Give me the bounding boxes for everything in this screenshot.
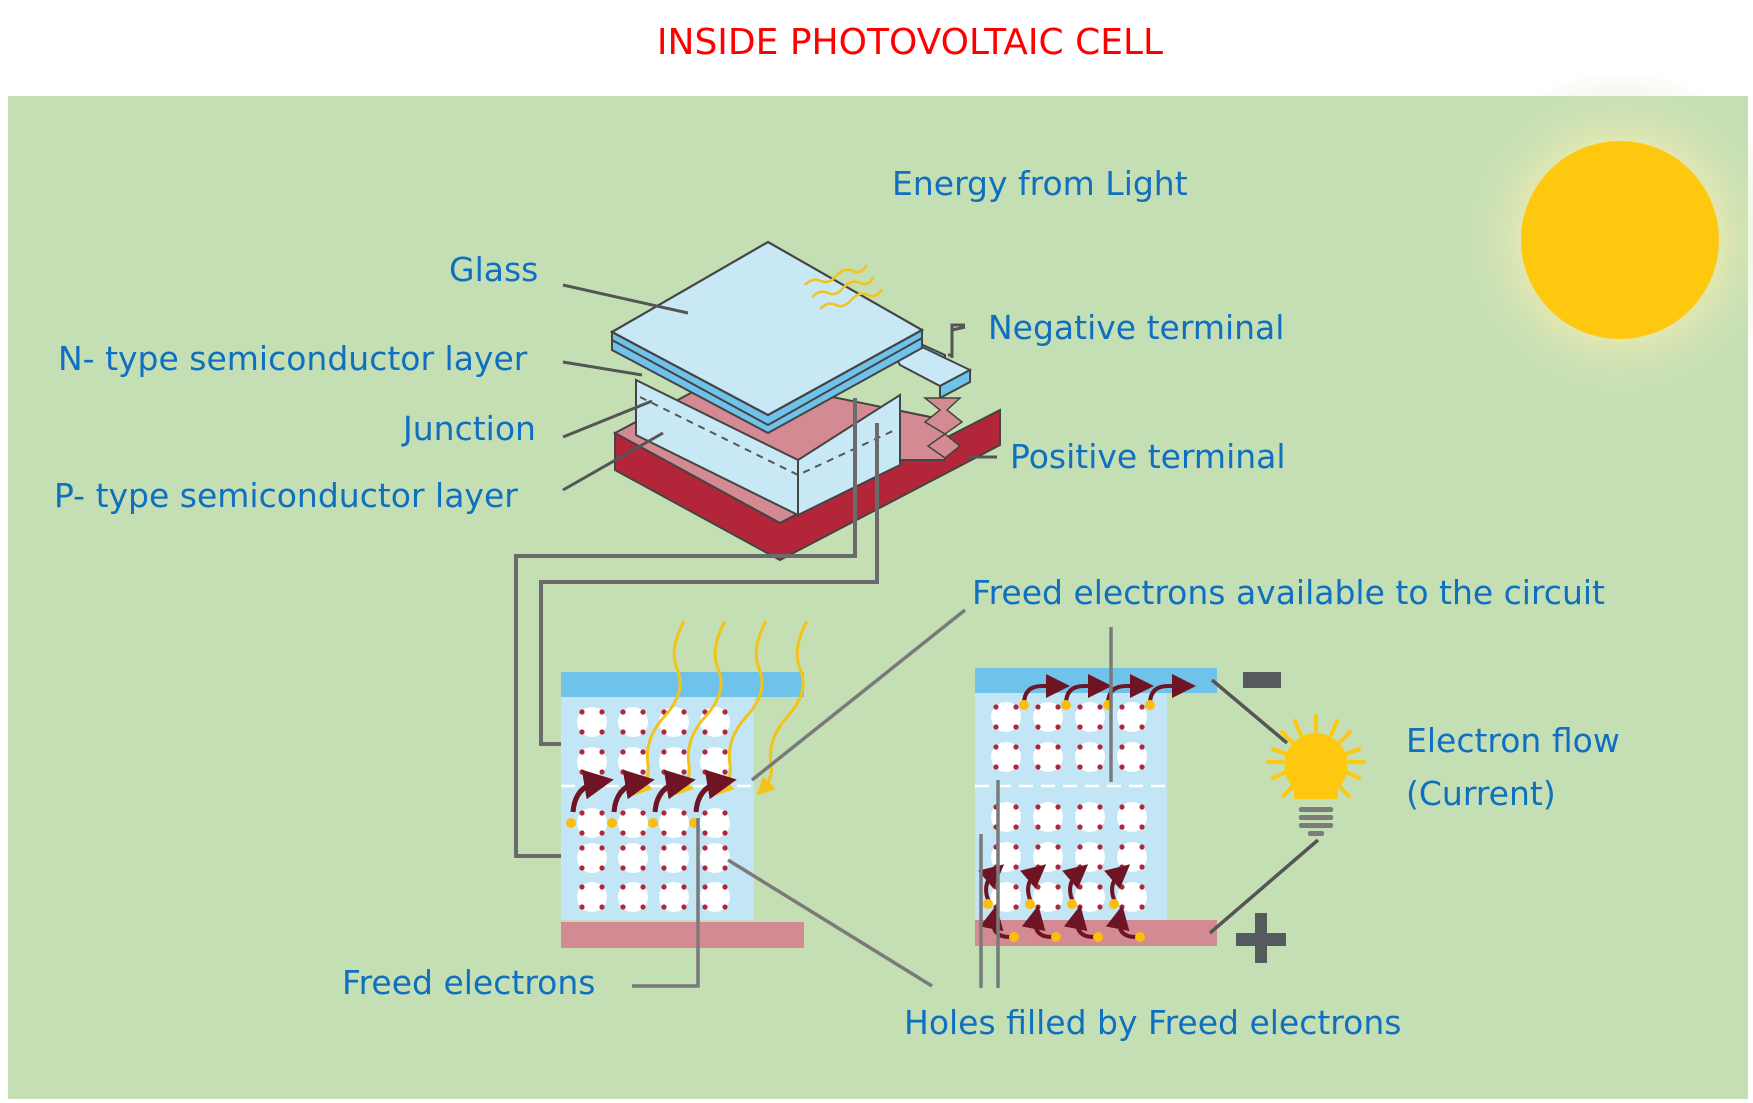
lattice-hole [618,882,648,912]
electron-dot [648,818,658,828]
leader-lines-bottom [632,608,1113,988]
electron-dot [607,818,617,828]
lattice-hole [1033,742,1063,772]
circuit-wires [514,398,879,858]
lattice-hole [1117,842,1147,872]
electron-jump-arrow [570,769,614,813]
electron-jump-arrow [611,769,655,813]
lattice-hole [659,843,689,873]
cell-cross-section-right [975,668,1217,946]
negative-terminal-leader [950,323,965,358]
cell-cross-section-left [561,620,809,948]
electron-jump-arrow [1021,905,1053,939]
lattice-hole [1033,702,1063,732]
electron-dot [1109,899,1119,909]
lattice-hole [1075,742,1105,772]
glass-top [609,240,925,417]
lattice-hole [577,843,607,873]
electron-dot [983,899,993,909]
electron-dot [1093,932,1103,942]
lattice-hole [1075,802,1105,832]
leader-lines-top [562,283,997,492]
lattice-hole [991,842,1021,872]
lattice-hole [700,843,730,873]
label-positive-terminal: Positive terminal [1010,437,1286,476]
lattice-hole [577,882,607,912]
electron-dot [1067,899,1077,909]
lattice-hole [1033,842,1063,872]
label-n-type-layer: N- type semiconductor layer [58,339,528,378]
lattice-hole [1075,702,1105,732]
lattice-hole [1117,702,1147,732]
lattice-hole [991,702,1021,732]
lattice-hole [700,808,730,838]
lattice-hole [659,707,689,737]
external-circuit [1208,678,1320,935]
electron-jump-arrow [979,905,1011,939]
label-freed-electrons: Freed electrons [342,963,596,1002]
lattice-hole [659,747,689,777]
junction-line [639,396,896,477]
electron-jump-arrow [1105,905,1137,939]
lattice-hole [1117,742,1147,772]
plus-sign [1236,913,1286,963]
electron-dot [1051,932,1061,942]
electron-dot [1009,932,1019,942]
label-negative-terminal: Negative terminal [988,308,1285,347]
label-freed-electrons-circuit: Freed electrons available to the circuit [972,573,1605,612]
electron-jump-arrow [693,769,737,813]
lattice-hole [577,747,607,777]
lattice-hole [659,882,689,912]
light-ray [756,620,809,796]
lattice-hole [659,808,689,838]
lattice-hole [1117,802,1147,832]
lattice-hole [700,882,730,912]
lattice-hole [618,808,648,838]
label-current: (Current) [1406,774,1556,813]
lattice-hole [1117,882,1147,912]
diagram-title: INSIDE PHOTOVOLTAIC CELL [656,22,1164,63]
electron-dot [566,818,576,828]
minus-sign [1243,672,1281,688]
label-holes-filled: Holes filled by Freed electrons [904,1003,1402,1042]
solar-cell-3d [609,240,1001,562]
electron-jump-arrow [652,769,696,813]
light-waves-icon [804,264,884,310]
label-glass: Glass [449,250,539,289]
semiconductor-block [635,378,901,517]
lattice-hole [1075,882,1105,912]
electron-dot [1025,899,1035,909]
lattice-hole [700,707,730,737]
electron-dot [1061,700,1071,710]
electron-dot [1145,700,1155,710]
label-energy-from-light: Energy from Light [892,164,1188,203]
label-p-type-layer: P- type semiconductor layer [54,476,518,515]
electron-dot [1135,932,1145,942]
lattice-hole [618,843,648,873]
terminal-connector [922,397,964,459]
lattice-hole [577,808,607,838]
lattice-hole [991,802,1021,832]
label-electron-flow: Electron flow [1406,721,1620,760]
lattice-hole [577,707,607,737]
sun-icon [1450,70,1753,410]
lattice-hole [700,747,730,777]
lattice-hole [1033,802,1063,832]
electron-dot [1019,700,1029,710]
lattice-hole [1033,882,1063,912]
lattice-hole [618,747,648,777]
lattice-hole [991,742,1021,772]
lattice-hole [618,707,648,737]
label-junction: Junction [403,409,536,448]
light-bulb-icon [1266,714,1366,836]
electron-jump-arrow [1063,905,1095,939]
lattice-hole [991,882,1021,912]
lattice-hole [1075,842,1105,872]
